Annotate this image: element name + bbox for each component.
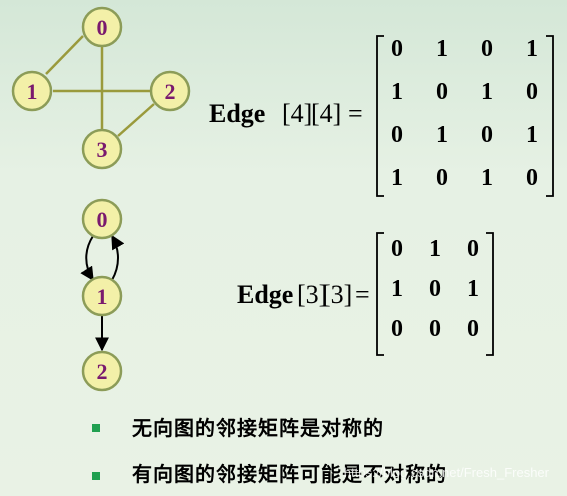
- node-d0-label: 0: [97, 207, 108, 232]
- undirected-matrix-cell-r1-c0: 1: [391, 79, 403, 105]
- directed-label-dim2: [3]: [322, 280, 352, 309]
- directed-label: Edge [3] [3] =: [237, 280, 370, 309]
- directed-matrix-cell-r2-c1: 0: [429, 316, 441, 342]
- undirected-matrix-right-bracket: [546, 35, 554, 197]
- directed-label-dim1: [3]: [297, 280, 327, 309]
- directed-matrix-cell-r1-c1: 0: [429, 276, 441, 302]
- bullet-icon: [92, 472, 100, 480]
- undirected-matrix-cell-r0-c2: 0: [481, 36, 493, 62]
- directed-matrix-cell-r2-c2: 0: [467, 316, 479, 342]
- statement-undirected: 无向图的邻接矩阵是对称的: [132, 416, 384, 440]
- undirected-matrix-cell-r0-c3: 1: [526, 36, 538, 62]
- watermark: https://blog.csdn.net/Fresh_Fresher: [343, 465, 549, 480]
- undirected-matrix-cell-r0-c0: 0: [391, 36, 403, 62]
- undirected-label-dim2: [4]: [311, 99, 341, 128]
- edge-1-0-directed: [111, 234, 125, 281]
- node-u1-label: 1: [27, 79, 38, 104]
- undirected-label-equals: =: [348, 99, 363, 128]
- directed-matrix-cell-r0-c1: 1: [429, 236, 441, 262]
- undirected-matrix-cell-r3-c3: 0: [526, 165, 538, 191]
- bullet-icon: [92, 424, 100, 432]
- directed-graph: 0 1 2: [80, 198, 125, 392]
- undirected-matrix-cell-r2-c2: 0: [481, 122, 493, 148]
- node-d1-label: 1: [97, 284, 108, 309]
- undirected-matrix-cell-r0-c1: 1: [436, 36, 448, 62]
- statement-directed: 有向图的邻接矩阵可能是不对称的: [132, 462, 447, 486]
- undirected-matrix-cell-r1-c2: 1: [481, 79, 493, 105]
- undirected-label: Edge [4] [4] =: [209, 99, 363, 128]
- node-d2-label: 2: [97, 359, 108, 384]
- edge-2-3: [117, 103, 155, 137]
- directed-matrix-cell-r2-c0: 0: [391, 316, 403, 342]
- undirected-matrix-cell-r2-c0: 0: [391, 122, 403, 148]
- directed-matrix-left-bracket: [376, 232, 384, 356]
- undirected-matrix-left-bracket: [376, 35, 384, 197]
- undirected-matrix-cell-r2-c3: 1: [526, 122, 538, 148]
- node-u0-label: 0: [97, 15, 108, 40]
- directed-label-equals: =: [355, 280, 370, 309]
- directed-label-name: Edge: [237, 280, 293, 309]
- directed-matrix-cell-r0-c2: 0: [467, 236, 479, 262]
- directed-matrix-right-bracket: [486, 232, 494, 356]
- node-u3-label: 3: [97, 137, 108, 162]
- node-d0: 0: [81, 198, 123, 240]
- undirected-matrix-cell-r1-c3: 0: [526, 79, 538, 105]
- undirected-matrix-cell-r3-c2: 1: [481, 165, 493, 191]
- node-u2: 2: [149, 70, 191, 112]
- directed-matrix-cell-r1-c0: 1: [391, 276, 403, 302]
- directed-matrix-cell-r1-c2: 1: [467, 276, 479, 302]
- node-d1: 1: [81, 275, 123, 317]
- node-u3: 3: [81, 128, 123, 170]
- undirected-matrix-cells: 0 1 0 1 1 0 1 0 0 1 0 1 1 0 1 0: [391, 36, 538, 191]
- undirected-matrix-cell-r3-c1: 0: [436, 165, 448, 191]
- undirected-label-name: Edge: [209, 99, 265, 128]
- node-u1: 1: [11, 70, 53, 112]
- undirected-matrix-cell-r1-c1: 0: [436, 79, 448, 105]
- edge-0-1-directed: [80, 235, 94, 282]
- directed-matrix-cell-r0-c0: 0: [391, 236, 403, 262]
- undirected-matrix: 0 1 0 1 1 0 1 0 0 1 0 1 1 0 1 0: [376, 35, 554, 197]
- edge-0-1: [45, 35, 84, 75]
- undirected-matrix-cell-r2-c1: 1: [436, 122, 448, 148]
- node-u2-label: 2: [165, 79, 176, 104]
- undirected-matrix-cell-r3-c0: 1: [391, 165, 403, 191]
- node-d2: 2: [81, 350, 123, 392]
- undirected-graph: 0 1 2 3: [11, 6, 191, 170]
- node-u0: 0: [81, 6, 123, 48]
- undirected-label-dim1: [4]: [282, 99, 312, 128]
